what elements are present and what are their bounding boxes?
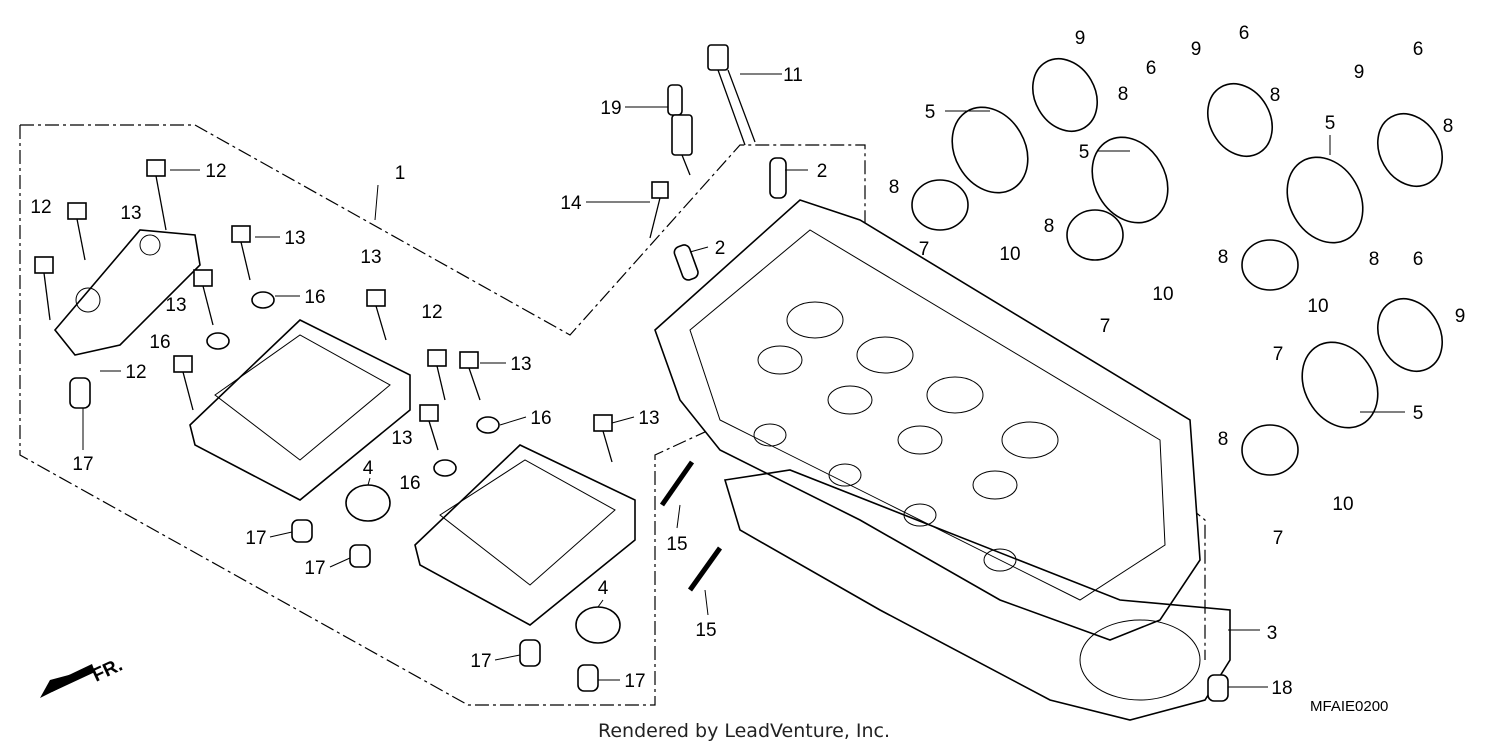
callout-8: 8 bbox=[1270, 85, 1281, 106]
callout-8: 8 bbox=[889, 177, 900, 198]
head-gasket bbox=[723, 469, 1231, 721]
callout-17: 17 bbox=[72, 454, 93, 475]
callout-16: 16 bbox=[304, 287, 325, 308]
washers bbox=[206, 291, 500, 477]
o-rings bbox=[345, 484, 621, 644]
callout-13: 13 bbox=[284, 228, 305, 249]
callout-17: 17 bbox=[470, 651, 491, 672]
callout-17: 17 bbox=[245, 528, 266, 549]
callout-10: 10 bbox=[1332, 494, 1353, 515]
combustion-ports bbox=[753, 301, 1059, 572]
studs bbox=[659, 460, 723, 592]
spark-plug bbox=[667, 84, 693, 176]
callout-16: 16 bbox=[530, 408, 551, 429]
callout-15: 15 bbox=[666, 534, 687, 555]
credit-line: Rendered by LeadVenture, Inc. bbox=[598, 720, 890, 742]
callout-14: 14 bbox=[560, 193, 582, 214]
callout-13: 13 bbox=[638, 408, 659, 429]
callout-7: 7 bbox=[919, 239, 930, 260]
callout-13: 13 bbox=[510, 354, 531, 375]
bolts bbox=[34, 159, 669, 463]
callout-6: 6 bbox=[1413, 39, 1424, 60]
callout-10: 10 bbox=[1307, 296, 1328, 317]
callout-16: 16 bbox=[399, 473, 420, 494]
callout-7: 7 bbox=[1273, 344, 1284, 365]
callout-8: 8 bbox=[1044, 216, 1055, 237]
callout-9: 9 bbox=[1455, 306, 1466, 327]
callout-17: 17 bbox=[304, 558, 325, 579]
stud-bolt bbox=[707, 44, 756, 146]
callout-8: 8 bbox=[1218, 429, 1229, 450]
intake-boots bbox=[951, 106, 1379, 429]
callout-5: 5 bbox=[1325, 113, 1336, 134]
head-cover-left bbox=[189, 319, 411, 501]
callout-4: 4 bbox=[363, 458, 374, 479]
callout-13: 13 bbox=[165, 295, 186, 316]
callout-12: 12 bbox=[125, 362, 146, 383]
cam-holder bbox=[53, 229, 201, 356]
dowels-2 bbox=[673, 157, 787, 281]
callout-10: 10 bbox=[1152, 284, 1173, 305]
callout-12: 12 bbox=[205, 161, 226, 182]
callout-6: 6 bbox=[1413, 249, 1424, 270]
callout-8: 8 bbox=[1443, 116, 1454, 137]
callout-4: 4 bbox=[598, 578, 609, 599]
head-cover-right bbox=[414, 444, 636, 626]
callout-7: 7 bbox=[1100, 316, 1111, 337]
callout-2: 2 bbox=[715, 238, 726, 259]
callout-5: 5 bbox=[1413, 403, 1424, 424]
callout-11: 11 bbox=[783, 65, 803, 86]
callout-13: 13 bbox=[391, 428, 412, 449]
callout-12: 12 bbox=[421, 302, 442, 323]
callout-19: 19 bbox=[600, 98, 621, 119]
callout-9: 9 bbox=[1191, 39, 1202, 60]
callout-3: 3 bbox=[1267, 623, 1278, 644]
callout-5: 5 bbox=[925, 102, 936, 123]
callout-9: 9 bbox=[1354, 62, 1365, 83]
group-outline-covers bbox=[19, 124, 1206, 706]
callout-5: 5 bbox=[1079, 142, 1090, 163]
callout-6: 6 bbox=[1239, 23, 1250, 44]
diagram-code: MFAIE0200 bbox=[1310, 698, 1388, 715]
callout-13: 13 bbox=[120, 203, 141, 224]
callout-13: 13 bbox=[360, 247, 381, 268]
hose-clamps bbox=[911, 58, 1443, 476]
callout-18: 18 bbox=[1271, 678, 1292, 699]
cylinder-head bbox=[654, 199, 1201, 641]
callout-17: 17 bbox=[624, 671, 645, 692]
callout-8: 8 bbox=[1118, 84, 1129, 105]
callout-2: 2 bbox=[817, 161, 828, 182]
direction-label: FR. bbox=[89, 655, 126, 687]
callout-6: 6 bbox=[1146, 58, 1157, 79]
callout-8: 8 bbox=[1218, 247, 1229, 268]
callout-10: 10 bbox=[999, 244, 1020, 265]
callout-7: 7 bbox=[1273, 528, 1284, 549]
front-direction-arrow: FR. bbox=[40, 655, 126, 698]
callout-12: 12 bbox=[30, 197, 51, 218]
callout-9: 9 bbox=[1075, 28, 1086, 49]
callout-8: 8 bbox=[1369, 249, 1380, 270]
dowel-pins bbox=[69, 377, 1229, 702]
leader-lines bbox=[82, 73, 1405, 688]
callout-15: 15 bbox=[695, 620, 716, 641]
callout-16: 16 bbox=[149, 332, 170, 353]
callout-1: 1 bbox=[395, 163, 406, 184]
